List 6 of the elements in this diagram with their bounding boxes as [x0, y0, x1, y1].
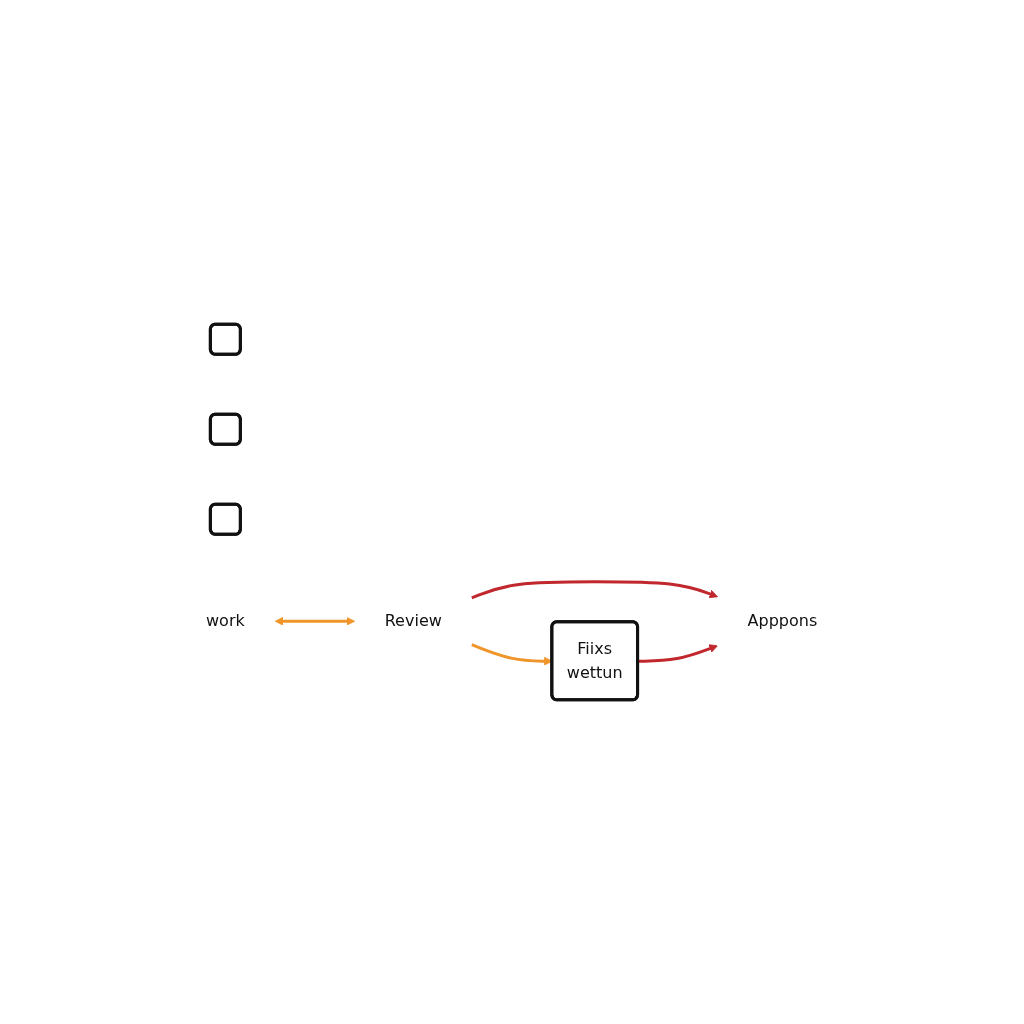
- node-text: work: [206, 611, 246, 631]
- node-text: Review: [385, 611, 443, 631]
- arrow: [275, 616, 356, 626]
- node-text: Apppons: [747, 611, 818, 631]
- arrow: [471, 580, 719, 600]
- arrow: [638, 644, 719, 663]
